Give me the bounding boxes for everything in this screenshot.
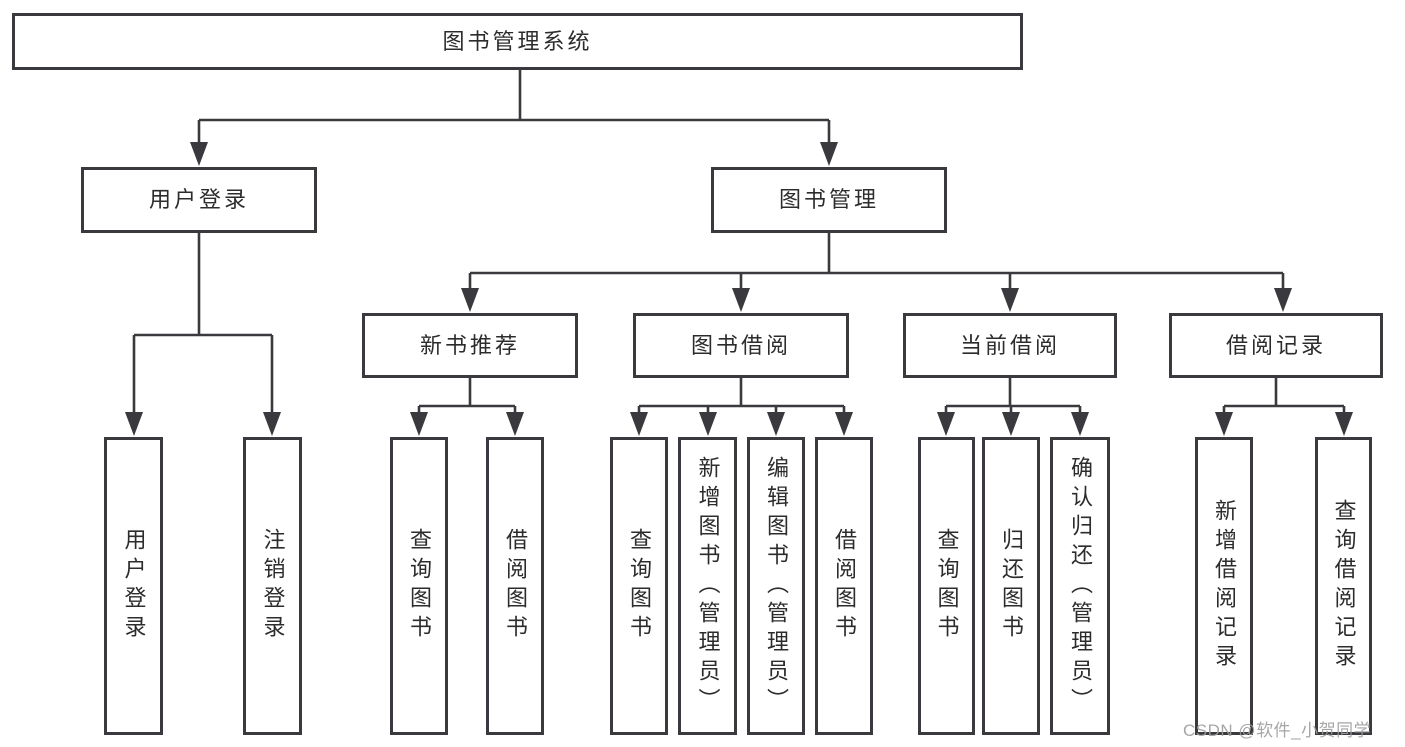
leaf-edit-books-admin: 编辑图书（管理员）: [747, 437, 805, 735]
arrowhead: [1335, 412, 1353, 436]
arrowhead: [190, 142, 208, 166]
node-borrow-records: 借阅记录: [1169, 313, 1383, 378]
csdn-watermark: CSDN @软件_小贺同学: [1183, 721, 1372, 740]
leaf-user-login: 用户登录: [104, 437, 163, 735]
arrowhead: [732, 288, 750, 312]
arrowhead: [1071, 412, 1089, 436]
arrowhead: [630, 412, 648, 436]
node-current-borrow: 当前借阅: [903, 313, 1117, 378]
connector-book-borrow: [630, 378, 853, 436]
connector-current-borrow: [937, 378, 1089, 436]
node-book-management: 图书管理: [711, 167, 947, 233]
leaf-borrow-books: 借阅图书: [815, 437, 873, 735]
node-new-book-recommend: 新书推荐: [362, 313, 578, 378]
leaf-query-books-recommend: 查询图书: [390, 437, 448, 735]
leaf-query-books-current: 查询图书: [918, 437, 975, 735]
arrowhead: [125, 412, 143, 436]
arrowhead: [410, 412, 428, 436]
connector-borrow-records: [1215, 378, 1353, 436]
leaf-query-borrow-record: 查询借阅记录: [1315, 437, 1372, 735]
connector-root: [190, 69, 838, 166]
connector-book-management: [461, 233, 1292, 312]
arrowhead: [820, 142, 838, 166]
arrowhead: [461, 288, 479, 312]
arrowhead: [1002, 412, 1020, 436]
leaf-return-books: 归还图书: [982, 437, 1040, 735]
leaf-query-books-borrow: 查询图书: [610, 437, 668, 735]
leaf-confirm-return-admin: 确认归还（管理员）: [1050, 437, 1110, 735]
arrowhead: [263, 412, 281, 436]
arrowhead: [1215, 412, 1233, 436]
arrowhead: [1274, 288, 1292, 312]
leaf-add-borrow-record: 新增借阅记录: [1195, 437, 1253, 735]
connector-user-login: [125, 233, 281, 436]
arrowhead: [699, 412, 717, 436]
leaf-logout: 注销登录: [243, 437, 302, 735]
node-library-system: 图书管理系统: [12, 13, 1023, 70]
connector-new-book-recommend: [410, 378, 524, 436]
leaf-add-books-admin: 新增图书（管理员）: [678, 437, 737, 735]
arrowhead: [1001, 288, 1019, 312]
leaf-borrow-books-recommend: 借阅图书: [486, 437, 544, 735]
arrowhead: [767, 412, 785, 436]
arrowhead: [506, 412, 524, 436]
node-user-login: 用户登录: [81, 167, 317, 233]
arrowhead: [835, 412, 853, 436]
arrowhead: [937, 412, 955, 436]
node-book-borrow: 图书借阅: [633, 313, 849, 378]
